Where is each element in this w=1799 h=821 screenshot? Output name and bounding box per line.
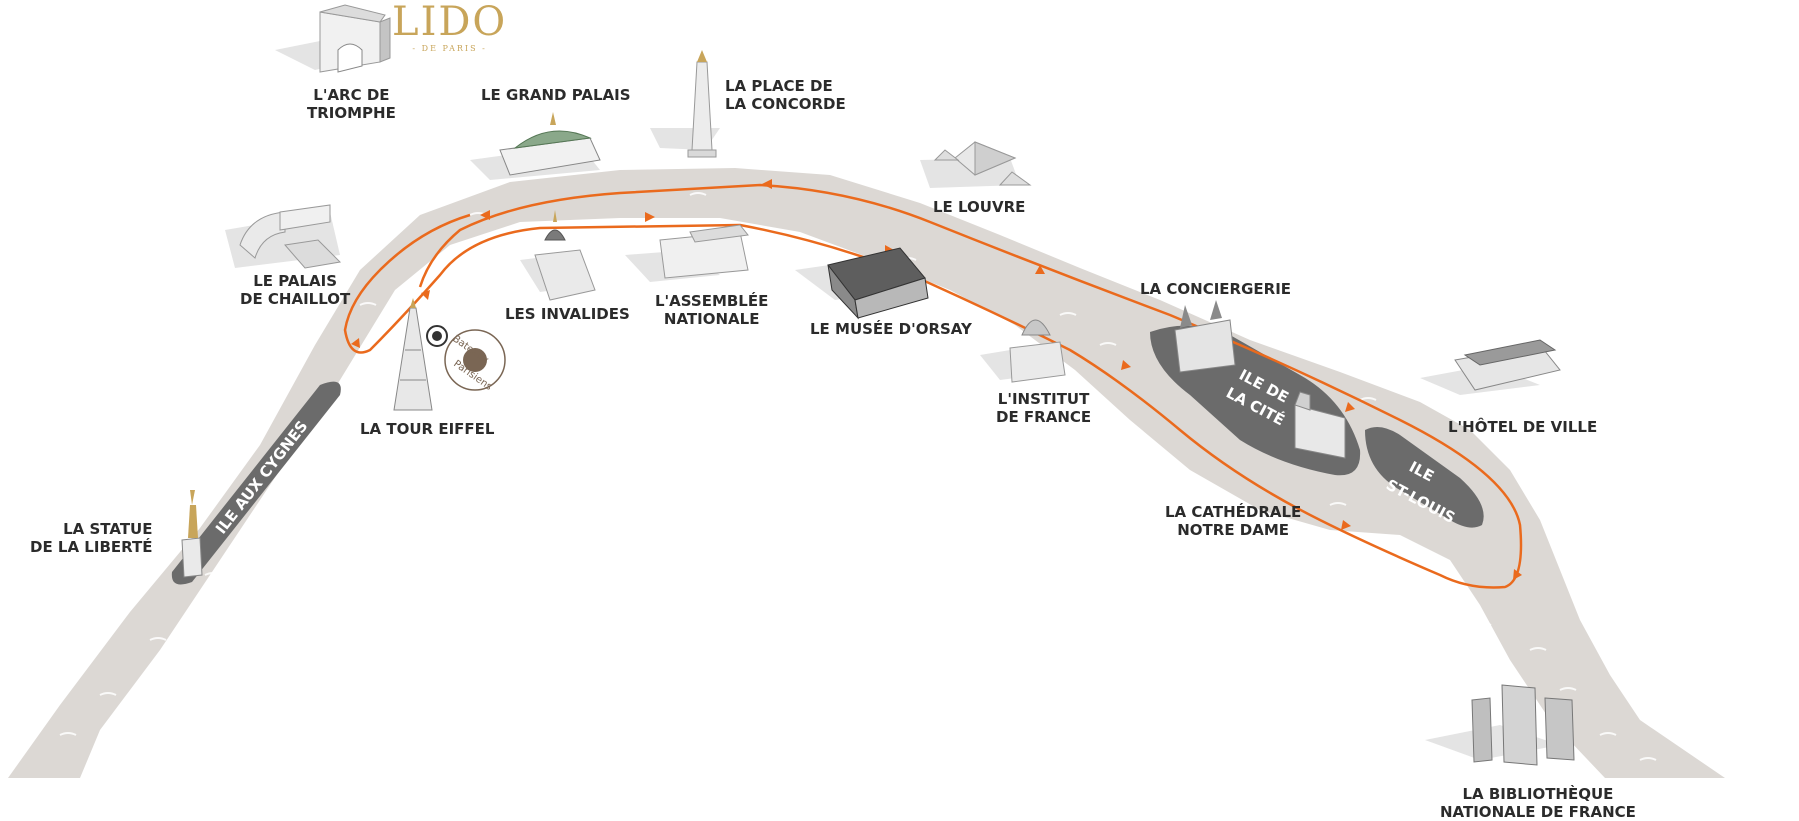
label-line: LE GRAND PALAIS [481,86,631,104]
island-label-cygnes: ILE AUX CYGNES [212,417,311,537]
label-line: LE PALAIS [253,272,338,290]
label-line: LA CATHÉDRALE [1165,503,1302,521]
boarding-point-icon [426,325,448,347]
lido-sub: - DE PARIS - [412,44,487,53]
label-arc-de-triomphe: L'ARC DE TRIOMPHE [307,86,396,122]
label-orsay: LE MUSÉE D'ORSAY [810,320,972,338]
island-ile-aux-cygnes [171,381,341,585]
grand-palais-icon [499,112,601,176]
label-institut: L'INSTITUT DE FRANCE [996,390,1091,426]
label-line: DE CHAILLOT [240,290,351,308]
label-chaillot: LE PALAIS DE CHAILLOT [240,272,350,308]
label-line: LA CONCIERGERIE [1140,280,1292,298]
label-line: NOTRE DAME [1177,521,1290,539]
arc-de-triomphe-icon [319,4,391,73]
assemblee-nationale-icon [659,224,749,279]
label-line: DE FRANCE [996,408,1092,426]
label-assemblee: L'ASSEMBLÉE NATIONALE [655,292,768,328]
label-line: TRIOMPHE [307,104,396,122]
label-louvre: LE LOUVRE [933,198,1025,216]
obelisk-icon [687,50,717,158]
label-line: L'HÔTEL DE VILLE [1448,418,1598,436]
louvre-pyramid-icon [933,141,1032,186]
hotel-de-ville-icon [1454,339,1561,391]
eiffel-tower-icon [393,298,433,411]
musee-dorsay-icon [827,247,929,320]
notre-dame-icon [1294,391,1346,459]
label-line: NATIONALE [663,310,760,328]
conciergerie-icon [1174,300,1236,373]
label-line: L'INSTITUT [997,390,1090,408]
route-arrows [351,179,1522,580]
lido-name: LIDO [392,0,508,45]
label-conciergerie: LA CONCIERGERIE [1140,280,1291,298]
bateaux-parisiens-logo: Bateaux Parisiens [444,329,506,393]
label-line: LA TOUR EIFFEL [360,420,495,438]
lido-logo: LIDO - DE PARIS - [392,0,507,53]
label-line: LES INVALIDES [505,305,630,323]
statue-liberte-icon [181,490,203,578]
island-ile-st-louis [1365,426,1484,528]
label-grand-palais: LE GRAND PALAIS [481,86,631,104]
label-invalides: LES INVALIDES [505,305,630,323]
label-line: L'ASSEMBLÉE [655,292,769,310]
institut-de-france-icon [1009,319,1066,383]
label-line: DE LA LIBERTÉ [30,538,153,556]
label-line: NATIONALE DE FRANCE [1440,803,1636,821]
label-notre-dame: LA CATHÉDRALE NOTRE DAME [1165,503,1301,539]
label-line: LA BIBLIOTHÈQUE [1462,785,1614,803]
label-line: LE LOUVRE [933,198,1026,216]
label-statue-liberte: LA STATUE DE LA LIBERTÉ [30,520,152,556]
les-invalides-icon [534,210,596,301]
label-line: LA PLACE DE [725,77,833,95]
palais-de-chaillot-icon [239,204,342,269]
bibliotheque-icon [1471,684,1575,766]
label-tour-eiffel: LA TOUR EIFFEL [360,420,494,438]
label-line: L'ARC DE [313,86,390,104]
label-concorde: LA PLACE DE LA CONCORDE [725,77,846,113]
label-line: LE MUSÉE D'ORSAY [810,320,972,338]
label-line: LA STATUE [63,520,153,538]
label-bibliotheque: LA BIBLIOTHÈQUE NATIONALE DE FRANCE [1440,785,1636,821]
label-hotel-de-ville: L'HÔTEL DE VILLE [1448,418,1597,436]
label-line: LA CONCORDE [725,95,846,113]
